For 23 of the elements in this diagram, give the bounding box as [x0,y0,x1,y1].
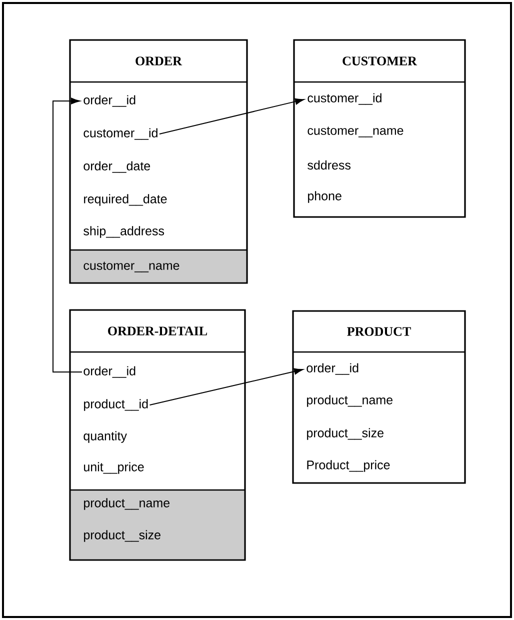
field-name: product__size [84,530,160,542]
field-name: customer__id [84,128,158,140]
field-name: order__id [84,366,136,378]
field-name: quantity [84,431,127,443]
field-name: sddress [308,160,351,170]
field-name: product__name [84,498,170,510]
field-name: product__id [84,399,148,411]
field-name: customer__id [308,93,382,105]
field-name: customer__name [84,262,180,272]
arrow [52,98,82,372]
field-name: product__size [307,428,384,440]
field-name: required__date [84,194,167,206]
field-name: order__id [84,95,136,107]
field-name: order__id [306,363,358,375]
field-name: order__date [84,161,150,173]
field-name: product__name [307,395,392,407]
arrow [158,98,304,134]
field-name: phone [308,191,342,203]
field-name: Product__price [307,460,390,472]
field-name: customer__name [308,126,404,138]
field-name: ship__address [84,226,164,238]
arrow [149,368,304,406]
field-name: unit__price [84,462,144,474]
